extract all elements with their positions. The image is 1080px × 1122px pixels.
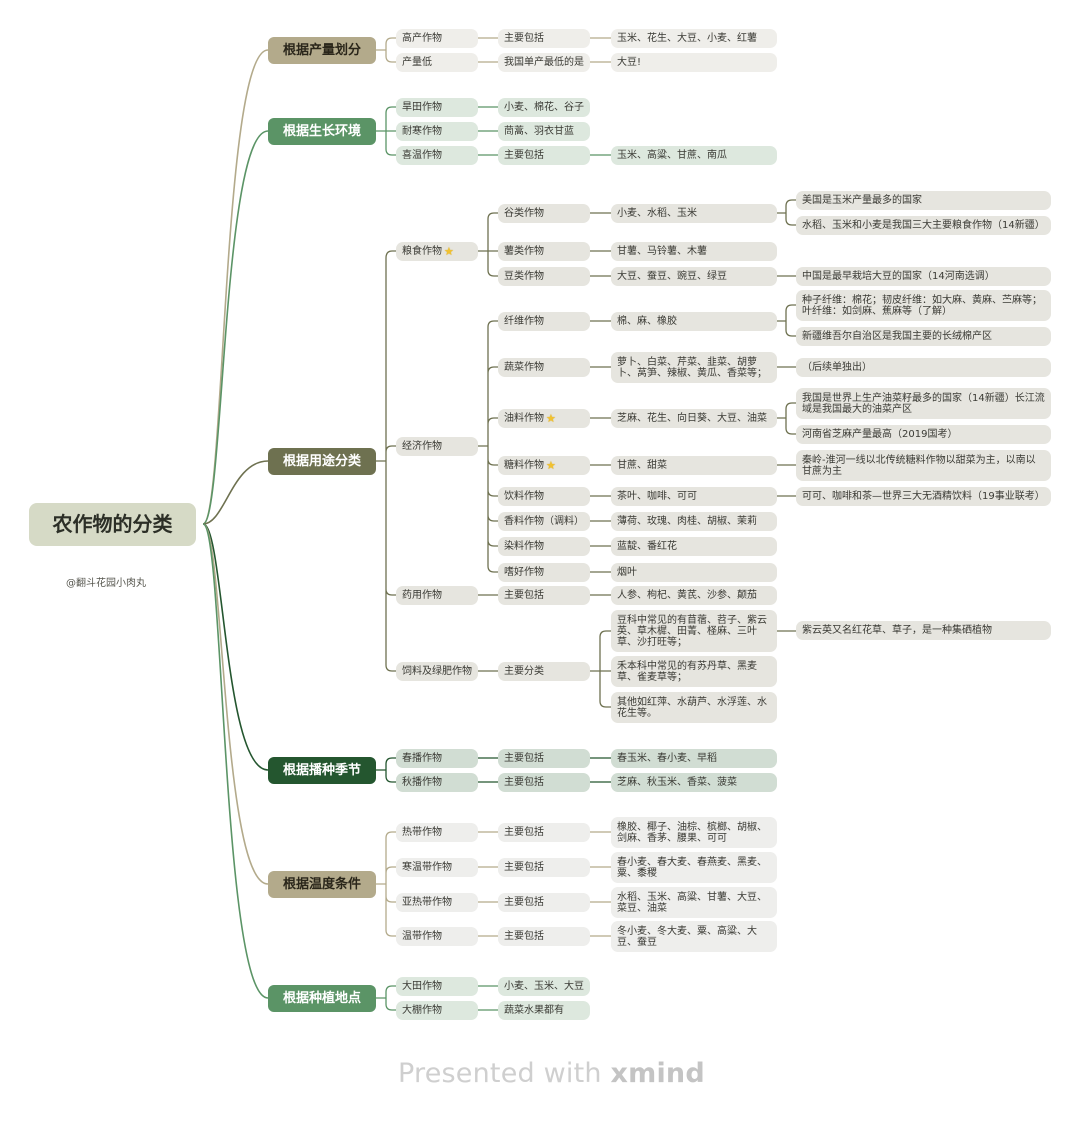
- grain-legume[interactable]: 豆类作物: [498, 267, 590, 286]
- temp-temperate-sub[interactable]: 主要包括: [498, 927, 590, 946]
- econ-fiber-note-2[interactable]: 新疆维吾尔自治区是我国主要的长绒棉产区: [796, 327, 1051, 346]
- yield-low-sub[interactable]: 我国单产最低的是: [498, 53, 590, 72]
- econ-sugar-detail[interactable]: 甘蔗、甜菜: [611, 456, 777, 475]
- grain-legume-note[interactable]: 中国是最早栽培大豆的国家（14河南选调）: [796, 267, 1051, 286]
- econ-beverage-detail[interactable]: 茶叶、咖啡、可可: [611, 487, 777, 506]
- env-dryland[interactable]: 旱田作物: [396, 98, 478, 117]
- econ-vegetable-note[interactable]: （后续单独出）: [796, 358, 1051, 377]
- econ-oil-detail[interactable]: 芝麻、花生、向日葵、大豆、油菜: [611, 409, 777, 428]
- season-autumn-detail[interactable]: 芝麻、秋玉米、香菜、菠菜: [611, 773, 777, 792]
- econ-beverage[interactable]: 饮料作物: [498, 487, 590, 506]
- env-cold-sub[interactable]: 茼蒿、羽衣甘蓝: [498, 122, 590, 141]
- temp-temperate[interactable]: 温带作物: [396, 927, 478, 946]
- temp-subtropical[interactable]: 亚热带作物: [396, 893, 478, 912]
- econ-vegetable-detail[interactable]: 萝卜、白菜、芹菜、韭菜、胡萝 卜、莴笋、辣椒、黄瓜、香菜等；: [611, 352, 777, 383]
- oil-label: 油料作物: [504, 413, 544, 424]
- star-icon: ★: [546, 412, 556, 425]
- grain-cereal-note-1[interactable]: 美国是玉米产量最多的国家: [796, 191, 1051, 210]
- econ-oil-note-2[interactable]: 河南省芝麻产量最高（2019国考）: [796, 425, 1051, 444]
- branch-season[interactable]: 根据播种季节: [268, 757, 376, 784]
- grain-cereal[interactable]: 谷类作物: [498, 204, 590, 223]
- loc-field-sub[interactable]: 小麦、玉米、大豆: [498, 977, 590, 996]
- usage-economic[interactable]: 经济作物: [396, 437, 478, 456]
- medicinal-detail[interactable]: 人参、枸杞、黄芪、沙参、颠茄: [611, 586, 777, 605]
- usage-medicinal[interactable]: 药用作物: [396, 586, 478, 605]
- econ-stimulant[interactable]: 嗜好作物: [498, 563, 590, 582]
- grain-tuber[interactable]: 薯类作物: [498, 242, 590, 261]
- grain-label: 粮食作物: [402, 246, 442, 257]
- root-topic[interactable]: 农作物的分类: [29, 503, 196, 546]
- loc-greenhouse-sub[interactable]: 蔬菜水果都有: [498, 1001, 590, 1020]
- yield-low-crops[interactable]: 产量低: [396, 53, 478, 72]
- econ-spice[interactable]: 香料作物（调料）: [498, 512, 590, 531]
- feed-grass[interactable]: 禾本科中常见的有苏丹草、黑麦 草、雀麦草等；: [611, 656, 777, 687]
- usage-grain[interactable]: 粮食作物★: [396, 242, 478, 261]
- star-icon: ★: [444, 245, 454, 258]
- yield-high-sub[interactable]: 主要包括: [498, 29, 590, 48]
- branch-yield[interactable]: 根据产量划分: [268, 37, 376, 64]
- temp-cold[interactable]: 寒温带作物: [396, 858, 478, 877]
- usage-feed[interactable]: 饲料及绿肥作物: [396, 662, 478, 681]
- author-watermark: @翻斗花园小肉丸: [66, 578, 146, 589]
- season-autumn[interactable]: 秋播作物: [396, 773, 478, 792]
- econ-sugar-note[interactable]: 秦岭-淮河一线以北传统糖料作物以甜菜为主，以南以 甘蔗为主: [796, 450, 1051, 481]
- footer-prefix: Presented with: [398, 1058, 611, 1089]
- env-warm-detail[interactable]: 玉米、高粱、甘蔗、南瓜: [611, 146, 777, 165]
- temp-subtropical-sub[interactable]: 主要包括: [498, 893, 590, 912]
- econ-oil[interactable]: 油料作物★: [498, 409, 590, 428]
- yield-low-detail[interactable]: 大豆!: [611, 53, 777, 72]
- econ-fiber[interactable]: 纤维作物: [498, 312, 590, 331]
- season-spring-detail[interactable]: 春玉米、春小麦、早稻: [611, 749, 777, 768]
- econ-spice-detail[interactable]: 薄荷、玫瑰、肉桂、胡椒、茉莉: [611, 512, 777, 531]
- econ-dye-detail[interactable]: 蓝靛、番红花: [611, 537, 777, 556]
- temp-tropical-sub[interactable]: 主要包括: [498, 823, 590, 842]
- branch-environment[interactable]: 根据生长环境: [268, 118, 376, 145]
- season-spring-sub[interactable]: 主要包括: [498, 749, 590, 768]
- branch-temperature[interactable]: 根据温度条件: [268, 871, 376, 898]
- econ-vegetable[interactable]: 蔬菜作物: [498, 358, 590, 377]
- yield-high-detail[interactable]: 玉米、花生、大豆、小麦、红薯: [611, 29, 777, 48]
- branch-location[interactable]: 根据种植地点: [268, 985, 376, 1012]
- temp-tropical-detail[interactable]: 橡胶、椰子、油棕、槟榔、胡椒、 剑麻、香茅、腰果、可可: [611, 817, 777, 848]
- grain-cereal-note-2[interactable]: 水稻、玉米和小麦是我国三大主要粮食作物（14新疆）: [796, 216, 1051, 235]
- econ-beverage-note[interactable]: 可可、咖啡和茶—世界三大无酒精饮料（19事业联考）: [796, 487, 1051, 506]
- feed-other[interactable]: 其他如红萍、水葫芦、水浮莲、水 花生等。: [611, 692, 777, 723]
- sugar-label: 糖料作物: [504, 460, 544, 471]
- econ-dye[interactable]: 染料作物: [498, 537, 590, 556]
- feed-legume-note[interactable]: 紫云英又名红花草、草子，是一种集硒植物: [796, 621, 1051, 640]
- temp-temperate-detail[interactable]: 冬小麦、冬大麦、粟、高粱、大 豆、蚕豆: [611, 921, 777, 952]
- econ-stimulant-detail[interactable]: 烟叶: [611, 563, 777, 582]
- temp-tropical[interactable]: 热带作物: [396, 823, 478, 842]
- env-warm[interactable]: 喜温作物: [396, 146, 478, 165]
- feed-sub[interactable]: 主要分类: [498, 662, 590, 681]
- grain-legume-detail[interactable]: 大豆、蚕豆、豌豆、绿豆: [611, 267, 777, 286]
- star-icon: ★: [546, 459, 556, 472]
- temp-subtropical-detail[interactable]: 水稻、玉米、高粱、甘薯、大豆、 菜豆、油菜: [611, 887, 777, 918]
- season-autumn-sub[interactable]: 主要包括: [498, 773, 590, 792]
- temp-cold-sub[interactable]: 主要包括: [498, 858, 590, 877]
- econ-sugar[interactable]: 糖料作物★: [498, 456, 590, 475]
- temp-cold-detail[interactable]: 春小麦、春大麦、春燕麦、黑麦、 粟、黍稷: [611, 852, 777, 883]
- econ-fiber-note-1[interactable]: 种子纤维：棉花；韧皮纤维：如大麻、黄麻、苎麻等； 叶纤维：如剑麻、蕉麻等（了解）: [796, 290, 1051, 321]
- medicinal-sub[interactable]: 主要包括: [498, 586, 590, 605]
- xmind-footer: Presented with xmind: [398, 1058, 705, 1089]
- env-cold[interactable]: 耐寒作物: [396, 122, 478, 141]
- env-dryland-sub[interactable]: 小麦、棉花、谷子: [498, 98, 590, 117]
- econ-oil-note-1[interactable]: 我国是世界上生产油菜籽最多的国家（14新疆）长江流 域是我国最大的油菜产区: [796, 388, 1051, 419]
- season-spring[interactable]: 春播作物: [396, 749, 478, 768]
- feed-legume[interactable]: 豆科中常见的有苜蓿、苕子、紫云 英、草木樨、田菁、柽麻、三叶 草、沙打旺等；: [611, 610, 777, 652]
- branch-usage[interactable]: 根据用途分类: [268, 448, 376, 475]
- yield-high-crops[interactable]: 高产作物: [396, 29, 478, 48]
- grain-tuber-detail[interactable]: 甘薯、马铃薯、木薯: [611, 242, 777, 261]
- loc-field[interactable]: 大田作物: [396, 977, 478, 996]
- econ-fiber-detail[interactable]: 棉、麻、橡胶: [611, 312, 777, 331]
- xmind-logo: xmind: [610, 1058, 705, 1089]
- loc-greenhouse[interactable]: 大棚作物: [396, 1001, 478, 1020]
- grain-cereal-detail[interactable]: 小麦、水稻、玉米: [611, 204, 777, 223]
- env-warm-sub[interactable]: 主要包括: [498, 146, 590, 165]
